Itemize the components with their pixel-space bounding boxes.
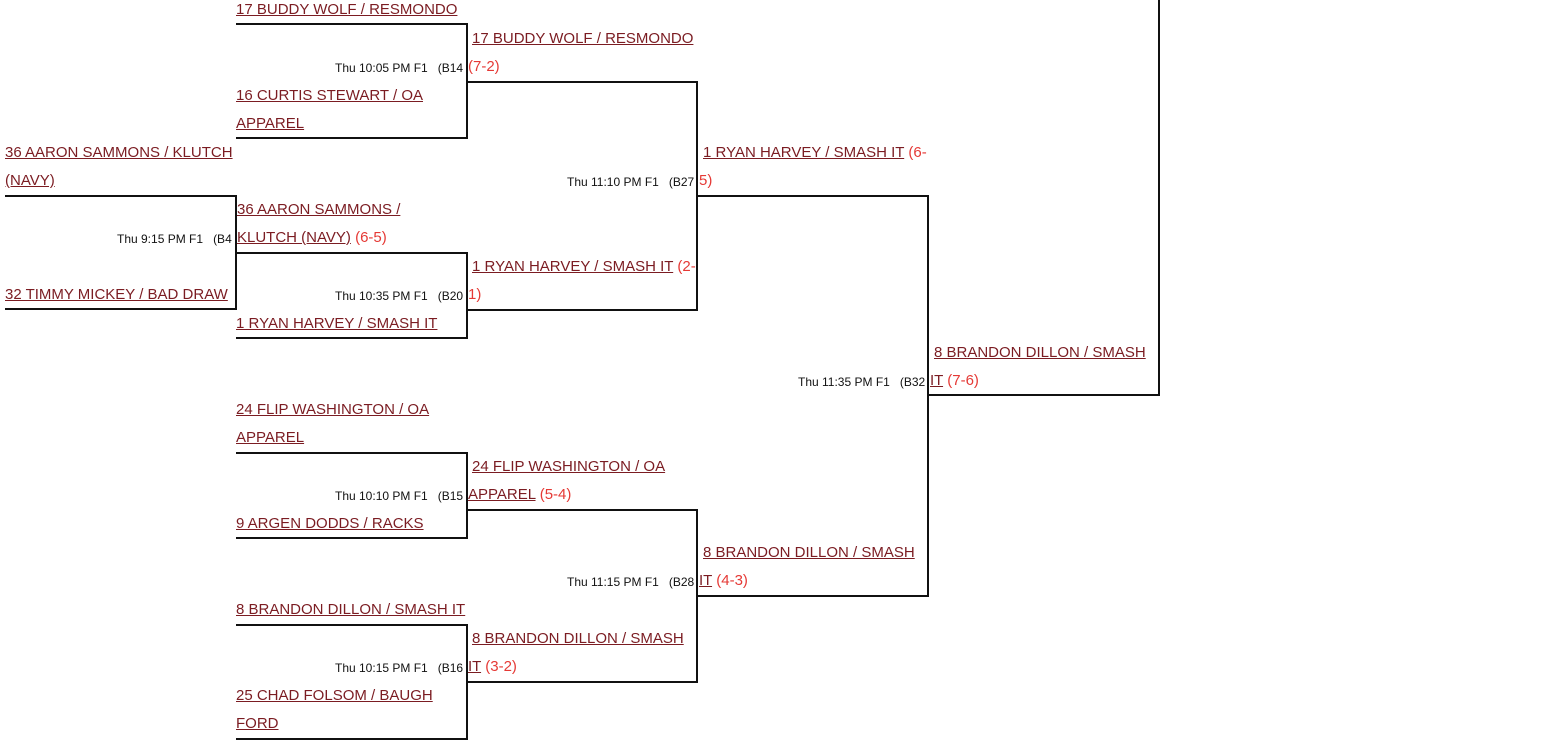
team-link[interactable]: 8 BRANDON DILLON / SMASH IT [236, 601, 466, 618]
match-entry: 1 RYAN HARVEY / SMASH IT (2-1) [468, 253, 698, 309]
team-link[interactable]: 8 BRANDON DILLON / SMASH IT [468, 630, 684, 675]
match-time: Thu 11:35 PM F1 (B32 [798, 375, 926, 389]
team-link[interactable]: 17 BUDDY WOLF / RESMONDO [472, 30, 694, 47]
bracket-line [466, 252, 468, 339]
team-link[interactable]: 1 RYAN HARVEY / SMASH IT [236, 315, 438, 332]
team-link[interactable]: 8 BRANDON DILLON / SMASH IT [930, 344, 1146, 389]
match-entry: 8 BRANDON DILLON / SMASH IT (7-6) [930, 339, 1160, 395]
match-entry: 36 AARON SAMMONS / KLUTCH (NAVY) (6-5) [237, 196, 432, 252]
team-link[interactable]: 32 TIMMY MICKEY / BAD DRAW [5, 286, 228, 303]
bracket-line [698, 595, 929, 597]
bracket-line [5, 195, 237, 197]
team-link[interactable]: 25 CHAD FOLSOM / BAUGH FORD [236, 687, 433, 732]
match-score: (2-1) [468, 258, 696, 303]
match-entry: 8 BRANDON DILLON / SMASH IT (4-3) [699, 539, 929, 595]
match-time: Thu 11:15 PM F1 (B28 [567, 575, 695, 589]
bracket-line [467, 309, 698, 311]
match-score: (6-5) [699, 144, 927, 189]
bracket-line [1158, 0, 1160, 396]
team-link[interactable]: 24 FLIP WASHINGTON / OA APPAREL [236, 401, 430, 446]
team-link[interactable]: 1 RYAN HARVEY / SMASH IT [472, 258, 674, 275]
team-link[interactable]: 16 CURTIS STEWART / OA APPAREL [236, 87, 423, 132]
match-time: Thu 10:35 PM F1 (B20 [335, 289, 464, 303]
bracket-line [467, 509, 698, 511]
bracket-line [5, 308, 237, 310]
team-link[interactable]: 36 AARON SAMMONS / KLUTCH (NAVY) [237, 201, 401, 246]
match-time: Thu 11:10 PM F1 (B27 [567, 175, 695, 189]
match-score: (5-4) [539, 486, 572, 503]
bracket-line [236, 452, 468, 454]
bracket-line [236, 738, 468, 740]
team-link[interactable]: 36 AARON SAMMONS / KLUTCH (NAVY) [5, 144, 233, 189]
bracket-line [467, 681, 698, 683]
match-time: Thu 10:15 PM F1 (B16 [335, 661, 464, 675]
match-time: Thu 9:15 PM F1 (B4 [117, 232, 232, 246]
match-score: (4-3) [716, 572, 748, 589]
match-entry: 1 RYAN HARVEY / SMASH IT (6-5) [699, 139, 929, 195]
match-score: (3-2) [485, 658, 517, 675]
match-entry: 17 BUDDY WOLF / RESMONDO (7-2) [468, 25, 698, 81]
match-score: (7-2) [468, 58, 500, 75]
match-time: Thu 10:05 PM F1 (B14 [335, 61, 464, 75]
bracket-line [698, 195, 929, 197]
bracket-line [696, 509, 698, 683]
team-link[interactable]: 9 ARGEN DODDS / RACKS [236, 515, 424, 532]
bracket-line [929, 394, 1160, 396]
match-time: Thu 10:10 PM F1 (B15 [335, 489, 464, 503]
match-entry: 24 FLIP WASHINGTON / OA APPAREL (5-4) [468, 453, 698, 509]
bracket-line [927, 195, 929, 597]
bracket-line [236, 624, 468, 626]
bracket-line [236, 23, 468, 25]
bracket-line [466, 452, 468, 539]
bracket-line [467, 81, 698, 83]
team-link[interactable]: 24 FLIP WASHINGTON / OA APPAREL [468, 458, 666, 503]
bracket-line [236, 537, 468, 539]
bracket-line [236, 252, 468, 254]
team-link[interactable]: 8 BRANDON DILLON / SMASH IT [699, 544, 915, 589]
bracket-line [236, 137, 468, 139]
team-link[interactable]: 1 RYAN HARVEY / SMASH IT [703, 144, 905, 161]
bracket-line [236, 337, 468, 339]
match-score: (7-6) [947, 372, 979, 389]
team-link[interactable]: 17 BUDDY WOLF / RESMONDO [236, 1, 458, 18]
bracket-line [696, 81, 698, 311]
match-score: (6-5) [355, 229, 387, 246]
match-entry: 8 BRANDON DILLON / SMASH IT (3-2) [468, 625, 698, 681]
